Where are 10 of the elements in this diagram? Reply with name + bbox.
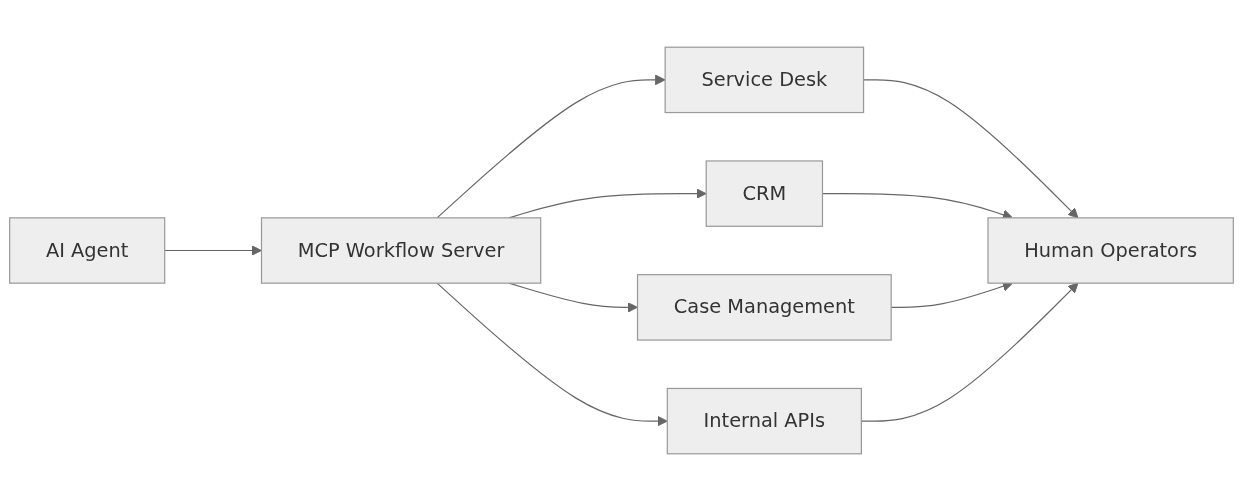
node-box: Service Desk (664, 46, 865, 114)
node-box: Human Operators (987, 217, 1234, 284)
node-box: Internal APIs (666, 387, 862, 455)
node-box: AI Agent (9, 217, 166, 284)
node-box: CRM (705, 160, 824, 227)
arrow (436, 282, 668, 427)
arrow (164, 245, 262, 256)
node-box: MCP Workflow Server (260, 217, 542, 284)
arrow (436, 74, 666, 219)
node-box: Case Management (636, 274, 892, 341)
